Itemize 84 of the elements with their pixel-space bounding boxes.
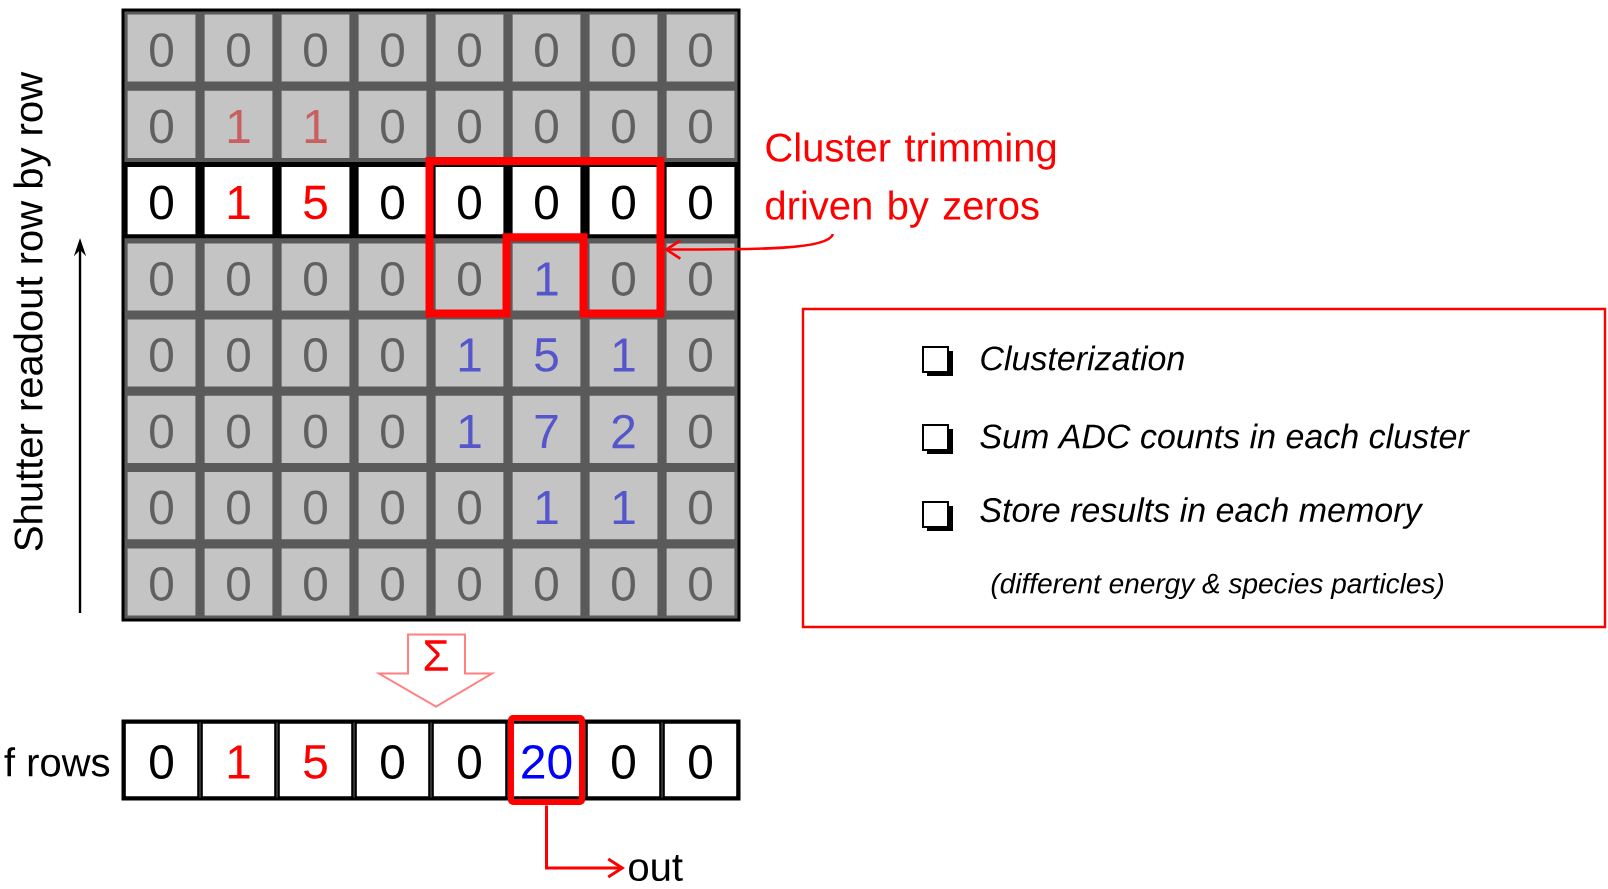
grid-cell: 0 [430,161,509,240]
grid-cell: 1 [584,314,663,392]
grid-cell: 0 [122,543,201,621]
grid-cell: 0 [353,9,432,87]
callout-text: Cluster trimming driven by zeros [766,132,1056,228]
grid-cell: 1 [199,161,278,240]
grid-cell: 5 [276,161,355,240]
row-label: f rows [4,747,110,777]
grid-cell: 7 [507,390,586,469]
sum-cell: 0 [585,721,662,799]
note-text: (different energy & species particles) [991,572,1444,600]
bullet-text: Sum ADC counts in each cluster [980,423,1470,449]
sum-cell: 0 [123,721,200,799]
grid-cell: 0 [276,238,355,316]
edge-label: Σ [424,640,448,671]
grid-cell: 0 [661,238,740,316]
grid-cell: 0 [199,9,278,87]
output-label: out [629,854,683,882]
grid-cell: 1 [430,314,509,392]
grid-cell: 0 [353,238,432,316]
grid-cell: 0 [430,85,509,164]
grid-cell: 0 [122,9,201,87]
grid-cell: 0 [507,9,586,87]
grid-cell: 0 [122,314,201,392]
grid-cell: 0 [122,85,201,164]
grid-cell: 0 [199,314,278,392]
grid-cell: 0 [199,390,278,469]
grid-cell: 0 [353,161,432,240]
grid-cell: 1 [507,466,586,545]
grid-cell: 1 [507,238,586,316]
sum-cell: 20 [508,715,585,805]
grid-cell: 0 [353,314,432,392]
output-arrow [545,805,625,879]
grid-cell: 0 [507,161,586,240]
grid-cell: 0 [661,314,740,392]
grid-cell: 0 [661,85,740,164]
grid-cell: 0 [661,161,740,240]
grid-cell: 0 [661,543,740,621]
cluster-outline [425,157,665,318]
sum-cell: 0 [662,721,739,799]
grid-cell: 0 [276,466,355,545]
grid-cell: 0 [353,390,432,469]
pixel-grid [121,8,741,622]
grid-cell: 0 [276,314,355,392]
grid-cell: 0 [430,466,509,545]
bullet-text: Clusterization [981,345,1184,371]
grid-cell: 0 [430,543,509,621]
grid-cell: 1 [199,85,278,164]
grid-cell: 1 [584,466,663,545]
bullet-text: Store results in each memory [980,497,1424,529]
grid-cell: 0 [122,390,201,469]
grid-cell: 0 [199,466,278,545]
grid-cell: 0 [353,466,432,545]
grid-cell: 0 [353,85,432,164]
sum-cell: 0 [354,721,431,799]
sum-cell: 0 [431,721,508,799]
grid-cell: 0 [661,390,740,469]
grid-cell: 1 [276,85,355,164]
grid-cell: 5 [507,314,586,392]
grid-cell: 0 [199,543,278,621]
grid-cell: 0 [199,238,278,316]
sum-arrow [375,633,496,708]
grid-cell: 0 [584,161,663,240]
grid-cell: 0 [507,543,586,621]
grid-cell: 0 [122,466,201,545]
grid-cell: 0 [661,466,740,545]
sum-cell: 1 [200,721,277,799]
grid-cell: 0 [584,85,663,164]
grid-cell: 0 [276,9,355,87]
grid-cell: 0 [122,161,201,240]
grid-cell: 0 [122,238,201,316]
grid-cell: 0 [276,543,355,621]
sum-cell: 5 [277,721,354,799]
grid-cell: 0 [584,9,663,87]
grid-cell: 0 [276,390,355,469]
grid-cell: 0 [661,9,740,87]
axis-label: Shutter readout row by row [13,71,51,551]
grid-cell: 0 [430,9,509,87]
grid-cell: 0 [584,543,663,621]
grid-cell: 0 [353,543,432,621]
grid-cell: 1 [430,390,509,469]
grid-cell: 0 [507,85,586,164]
callout-arrow [663,233,835,260]
grid-cell: 2 [584,390,663,469]
